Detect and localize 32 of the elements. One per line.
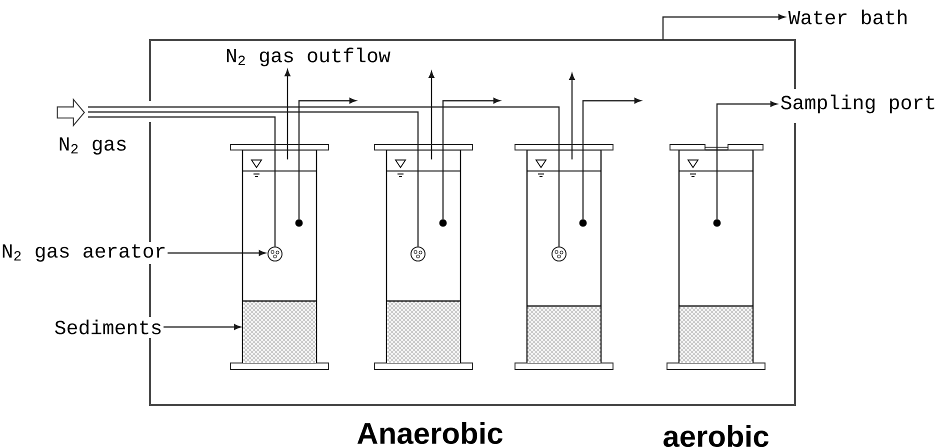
aerator-stone [410, 246, 426, 262]
aerator-stone [551, 246, 567, 262]
outflow-arrow [569, 73, 575, 160]
sampling-dot [713, 219, 721, 227]
callout-text: Sediments [55, 320, 161, 334]
callout-text: Sampling port [781, 94, 934, 114]
leader-arrow [168, 250, 266, 256]
reactor-column [666, 144, 766, 370]
reactor-column [374, 144, 473, 370]
sampling-arrow [298, 98, 356, 220]
sampling-arrow [442, 98, 500, 220]
gas-pipe [88, 116, 276, 246]
outflow-arrow [284, 69, 290, 160]
callout-text: Water bath [788, 10, 907, 24]
leader-arrow [662, 14, 786, 40]
gas-pipe [88, 111, 419, 246]
outflow-arrow [428, 71, 434, 160]
sampling-dot [295, 219, 303, 227]
sampling-dot [439, 219, 447, 227]
leader-arrow [164, 324, 241, 330]
group-caption: aerobic [664, 424, 768, 447]
group-caption: Anaerobic [357, 422, 502, 444]
sampling-arrow [582, 98, 642, 220]
callout-text: N$_{2}$ gas aerator [2, 244, 165, 262]
gas-pipe [88, 106, 560, 246]
sampling-dot [579, 219, 587, 227]
aerator-stone [267, 246, 283, 262]
reactor-column [230, 144, 329, 370]
callout-text: N$_{2}$ gas outflow [227, 48, 390, 66]
sampling-arrow [716, 101, 778, 220]
node-caption: N$_{2}$ gas [60, 137, 126, 155]
reactor-column [514, 144, 614, 370]
